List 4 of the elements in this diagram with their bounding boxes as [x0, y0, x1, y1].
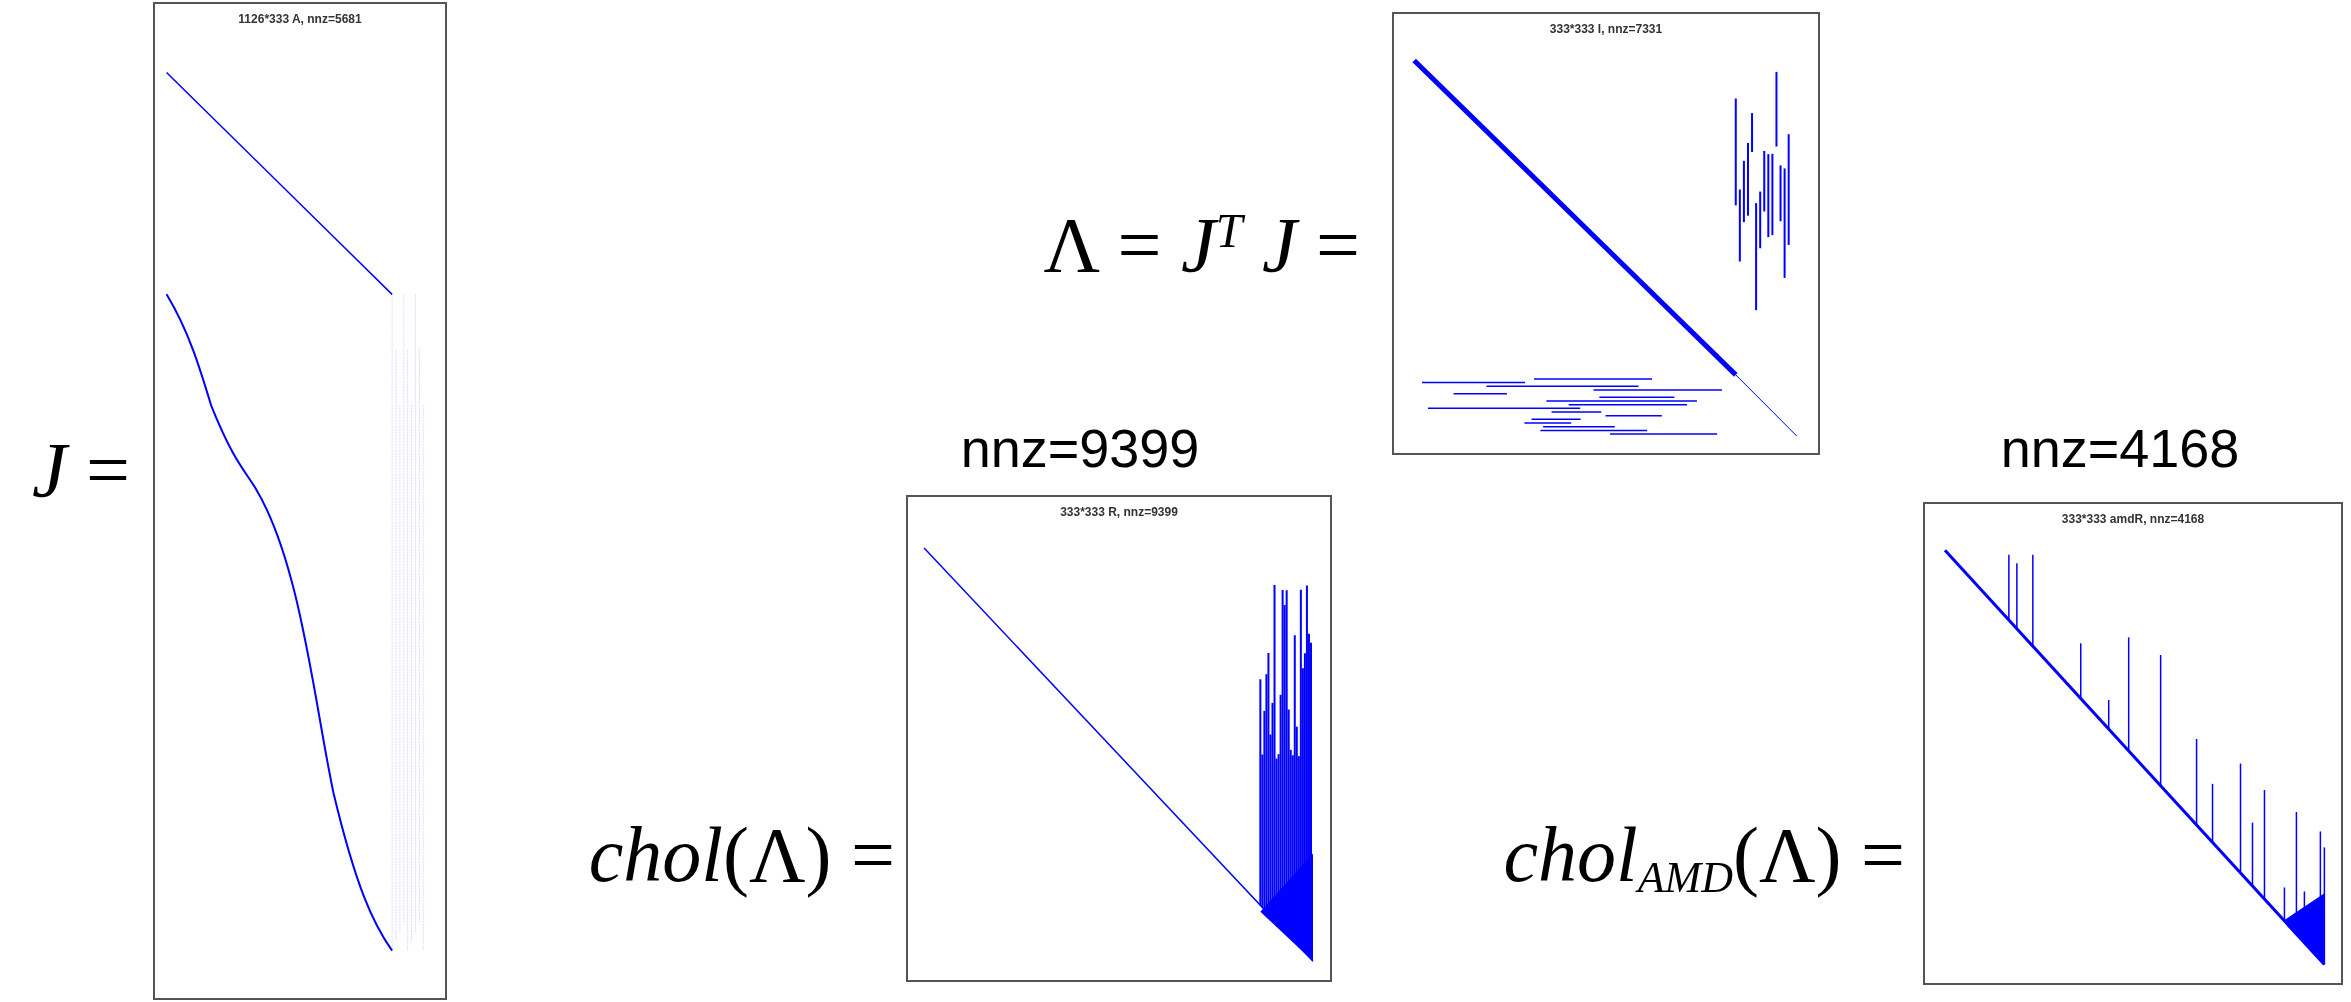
equation-label: J = [31, 431, 130, 509]
equation-label: Λ = J$^{T}$ J = [1043, 206, 1360, 284]
nnz-caption: nnz=4168 [2000, 421, 2240, 475]
nnz-caption: nnz=9399 [960, 421, 1200, 475]
